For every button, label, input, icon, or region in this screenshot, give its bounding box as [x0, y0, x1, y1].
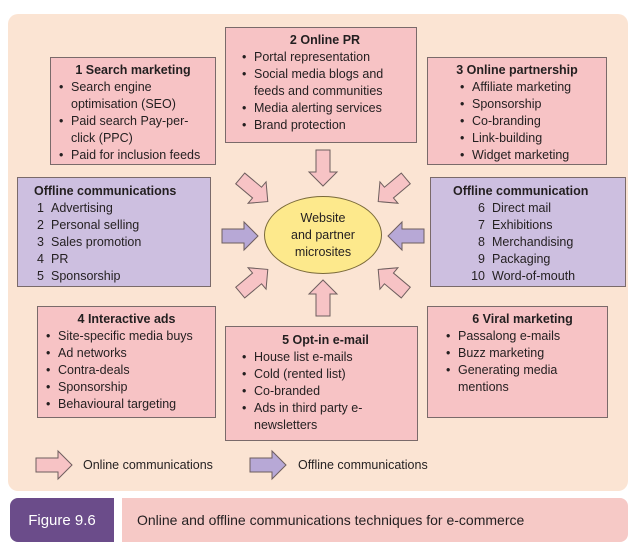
figure-label: Figure 9.6	[28, 511, 96, 529]
item-number: 8	[478, 235, 485, 249]
online-arrow-icon	[308, 279, 338, 317]
figure-caption-text: Online and offline communications techni…	[137, 512, 525, 528]
item-number: 1	[37, 201, 44, 215]
item-number: 9	[478, 252, 485, 266]
legend-online-label: Online communications	[83, 458, 213, 472]
online-arrow-icon	[230, 258, 278, 304]
list-item: Paid search Pay-per-click (PPC)	[57, 113, 209, 147]
online-arrow-icon	[368, 167, 416, 213]
item-text: Sponsorship	[51, 269, 121, 283]
list-item: 2 Personal selling	[34, 217, 204, 234]
item-number: 10	[471, 269, 485, 283]
figure-caption: Online and offline communications techni…	[122, 498, 628, 542]
offline-communication-title: Offline communication	[453, 184, 589, 198]
item-number: 5	[37, 269, 44, 283]
item-number: 2	[37, 218, 44, 232]
list-item: 9 Packaging	[467, 251, 619, 268]
opt-in-email-title: 5 Opt-in e-mail	[282, 333, 369, 347]
list-item: 3 Sales promotion	[34, 234, 204, 251]
item-text: Word-of-mouth	[492, 269, 576, 283]
hub-line: Website	[300, 210, 346, 225]
item-text: Advertising	[51, 201, 113, 215]
website-hub-ellipse: Website and partner microsites	[264, 196, 382, 274]
item-text: PR	[51, 252, 69, 266]
item-text: Packaging	[492, 252, 551, 266]
list-item: 1 Advertising	[34, 200, 204, 217]
item-text: Sales promotion	[51, 235, 142, 249]
list-item: Sponsorship	[44, 379, 209, 396]
list-item: Behavioural targeting	[44, 396, 209, 413]
online-arrow-icon	[230, 167, 278, 213]
list-item: Ad networks	[44, 345, 209, 362]
offline-arrow-icon	[387, 221, 425, 251]
viral-marketing-title: 6 Viral marketing	[472, 312, 573, 326]
list-item: 6 Direct mail	[467, 200, 619, 217]
item-text: Direct mail	[492, 201, 552, 215]
legend-offline-arrow-icon	[249, 450, 287, 480]
item-text: Exhibitions	[492, 218, 553, 232]
list-item: 10 Word-of-mouth	[467, 268, 619, 285]
list-item: Co-branded	[240, 383, 411, 400]
list-item: Contra-deals	[44, 362, 209, 379]
online-pr-title: 2 Online PR	[289, 33, 361, 47]
figure-number-badge: Figure 9.6	[10, 498, 114, 542]
online-arrow-icon	[308, 149, 338, 187]
list-item: 4 PR	[34, 251, 204, 268]
item-text: Merchandising	[492, 235, 574, 249]
online-partnership-box: 3 Online partnership Affiliate marketing…	[427, 57, 607, 165]
list-item: Media alerting services	[240, 100, 410, 117]
search-marketing-title: 1 Search marketing	[75, 63, 191, 77]
search-marketing-box: 1 Search marketing Search engine optimis…	[50, 57, 216, 165]
legend-offline-label: Offline communications	[298, 458, 428, 472]
list-item: Site-specific media buys	[44, 328, 209, 345]
list-item: Co-branding	[458, 113, 600, 130]
item-text: Personal selling	[51, 218, 140, 232]
list-item: Brand protection	[240, 117, 410, 134]
list-item: Ads in third party e-newsletters	[240, 400, 411, 434]
list-item: 5 Sponsorship	[34, 268, 204, 285]
list-item: 8 Merchandising	[467, 234, 619, 251]
online-pr-box: 2 Online PR Portal representation Social…	[225, 27, 417, 143]
list-item: Paid for inclusion feeds	[57, 147, 209, 164]
list-item: Sponsorship	[458, 96, 600, 113]
list-item: 7 Exhibitions	[467, 217, 619, 234]
item-number: 4	[37, 252, 44, 266]
opt-in-email-box: 5 Opt-in e-mail House list e-mails Cold …	[225, 326, 418, 441]
viral-marketing-box: 6 Viral marketing Passalong e-mails Buzz…	[427, 306, 608, 418]
online-partnership-title: 3 Online partnership	[456, 63, 578, 77]
hub-line: microsites	[294, 244, 352, 259]
list-item: Portal representation	[240, 49, 410, 66]
item-number: 3	[37, 235, 44, 249]
hub-line: and partner	[291, 227, 355, 242]
list-item: Cold (rented list)	[240, 366, 411, 383]
list-item: Passalong e-mails	[444, 328, 601, 345]
offline-communications-title: Offline communications	[34, 184, 177, 198]
list-item: Link-building	[458, 130, 600, 147]
offline-communications-box: Offline communications 1 Advertising 2 Per…	[17, 177, 211, 287]
list-item: Search engine optimisation (SEO)	[57, 79, 209, 113]
item-number: 7	[478, 218, 485, 232]
list-item: Widget marketing	[458, 147, 600, 164]
interactive-ads-box: 4 Interactive ads Site-specific media bu…	[37, 306, 216, 418]
list-item: Buzz marketing	[444, 345, 601, 362]
list-item: House list e-mails	[240, 349, 411, 366]
list-item: Generating media mentions	[444, 362, 601, 396]
online-arrow-icon	[368, 258, 416, 304]
list-item: Social media blogs and feeds and communi…	[240, 66, 410, 100]
item-number: 6	[478, 201, 485, 215]
legend-online-arrow-icon	[35, 450, 73, 480]
list-item: Affiliate marketing	[458, 79, 600, 96]
offline-communication-box: Offline communication 6 Direct mail 7 Exhi…	[430, 177, 626, 287]
offline-arrow-icon	[221, 221, 259, 251]
interactive-ads-title: 4 Interactive ads	[77, 312, 176, 326]
